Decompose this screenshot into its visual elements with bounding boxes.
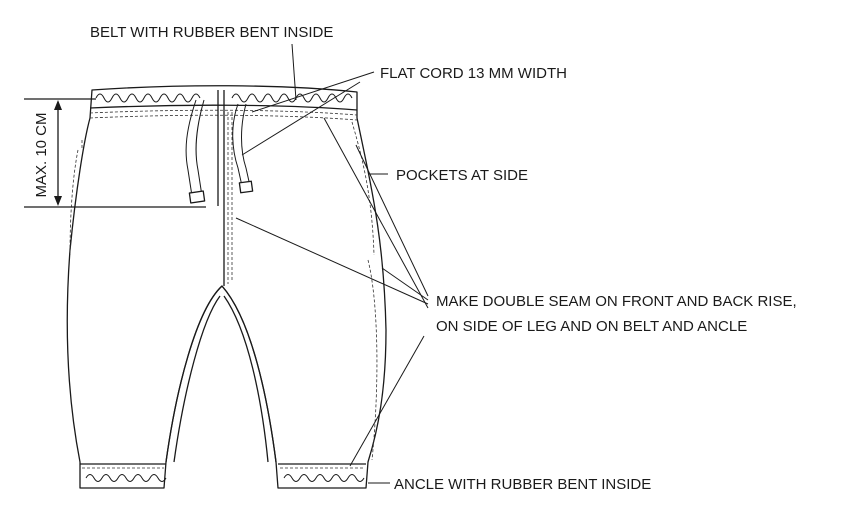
pants-illustration (66, 85, 387, 489)
leader-belt (291, 43, 297, 101)
label-cord: FLAT CORD 13 MM WIDTH (380, 65, 567, 82)
inner-leg-right-inner (223, 295, 269, 463)
belt-ruffle (95, 93, 353, 103)
pocket-left (69, 140, 83, 256)
waistband-seam (89, 104, 358, 111)
waistband-double-stitch (89, 109, 358, 116)
leader-seam-3 (235, 217, 429, 305)
drawstring-right (232, 103, 251, 187)
label-ankle: ANCLE WITH RUBBER BENT INSIDE (394, 476, 651, 493)
inner-leg-left-inner (173, 295, 221, 463)
label-pockets: POCKETS AT SIDE (396, 167, 528, 184)
side-seam-right (367, 259, 378, 461)
label-seam-line2: ON SIDE OF LEG AND ON BELT AND ANCLE (436, 318, 747, 335)
inner-leg-left (165, 285, 223, 463)
dimension-arrow-down (54, 196, 62, 206)
callout-leaders (235, 43, 429, 484)
label-belt: BELT WITH RUBBER BENT INSIDE (90, 24, 333, 41)
leader-cord-1 (251, 71, 375, 113)
leader-seam-1 (355, 144, 429, 297)
height-dimension: MAX. 10 CM (24, 98, 206, 208)
dimension-arrow-up (54, 100, 62, 110)
pants-outline (66, 85, 387, 489)
drawstring-left (185, 99, 205, 197)
inner-leg-right (221, 285, 277, 463)
waistband-double-stitch-2 (89, 114, 358, 121)
leader-seam-4 (323, 117, 429, 309)
leader-cord-2 (241, 81, 361, 156)
drawstring-left-tip (188, 190, 206, 204)
ankle-ruffle-right (283, 474, 365, 482)
ankle-ruffle-left (85, 474, 167, 482)
drawstring-right-tip (238, 180, 254, 194)
label-seam-line1: MAKE DOUBLE SEAM ON FRONT AND BACK RISE, (436, 293, 797, 310)
pocket-right (351, 121, 375, 256)
callout-labels: BELT WITH RUBBER BENT INSIDE FLAT CORD 1… (90, 24, 797, 493)
max-height-label: MAX. 10 CM (33, 112, 50, 197)
leader-seam-5 (349, 335, 425, 467)
